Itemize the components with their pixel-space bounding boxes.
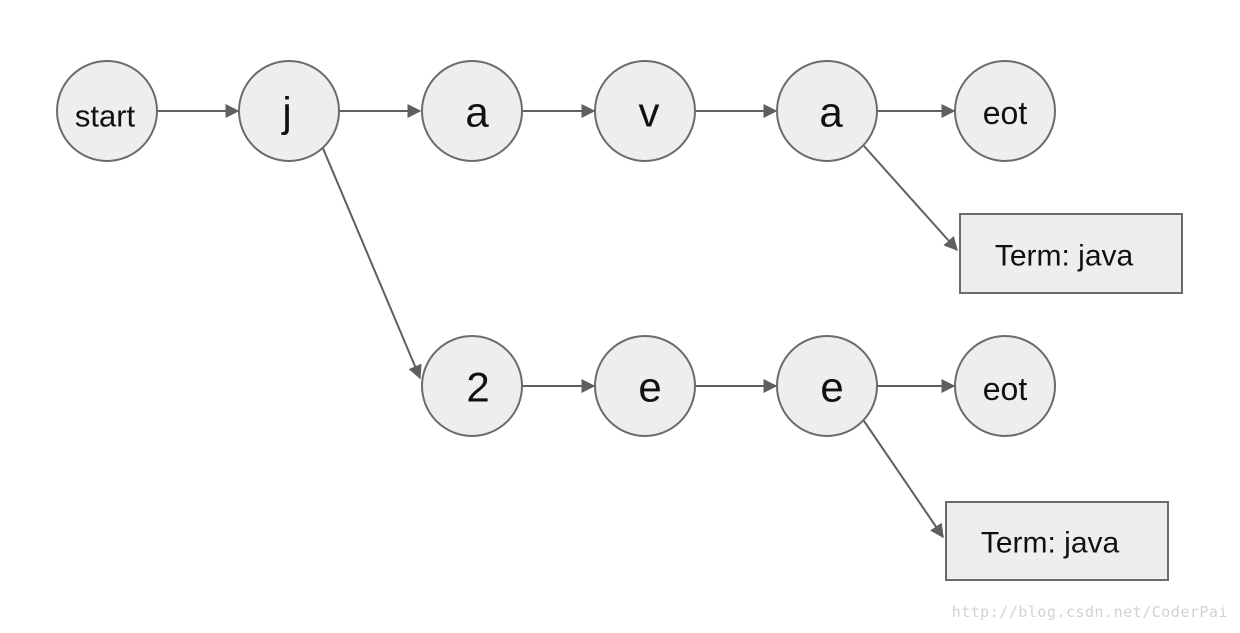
node-eot-1: eot [954,60,1056,162]
node-a-2-label: a [819,89,843,136]
node-j: j [238,60,340,162]
node-eot-2: eot [954,335,1056,437]
node-term-2-label: Term: java [981,527,1120,560]
node-term-1: Term: java [959,213,1183,294]
node-e-2: e [776,335,878,437]
node-v: v [594,60,696,162]
node-term-1-label: Term: java [995,240,1134,273]
node-a-2: a [776,60,878,162]
edge-a-term [863,145,958,252]
node-e-1-label: e [638,364,661,411]
node-start-label: start [75,99,136,134]
node-2-label: 2 [466,364,489,411]
watermark: http://blog.csdn.net/CoderPai [951,603,1228,621]
edges [158,104,958,539]
node-e-1: e [594,335,696,437]
node-start: start [56,60,158,162]
edge-j-2 [321,145,422,380]
node-term-2: Term: java [945,501,1169,581]
edge-e-term [863,420,944,539]
node-a-1: a [421,60,523,162]
node-v-label: v [639,89,660,136]
node-2: 2 [421,335,523,437]
node-j-label: j [280,89,291,136]
node-eot-2-label: eot [983,371,1028,407]
node-a-1-label: a [465,89,489,136]
node-eot-1-label: eot [983,95,1028,131]
node-e-2-label: e [820,364,843,411]
